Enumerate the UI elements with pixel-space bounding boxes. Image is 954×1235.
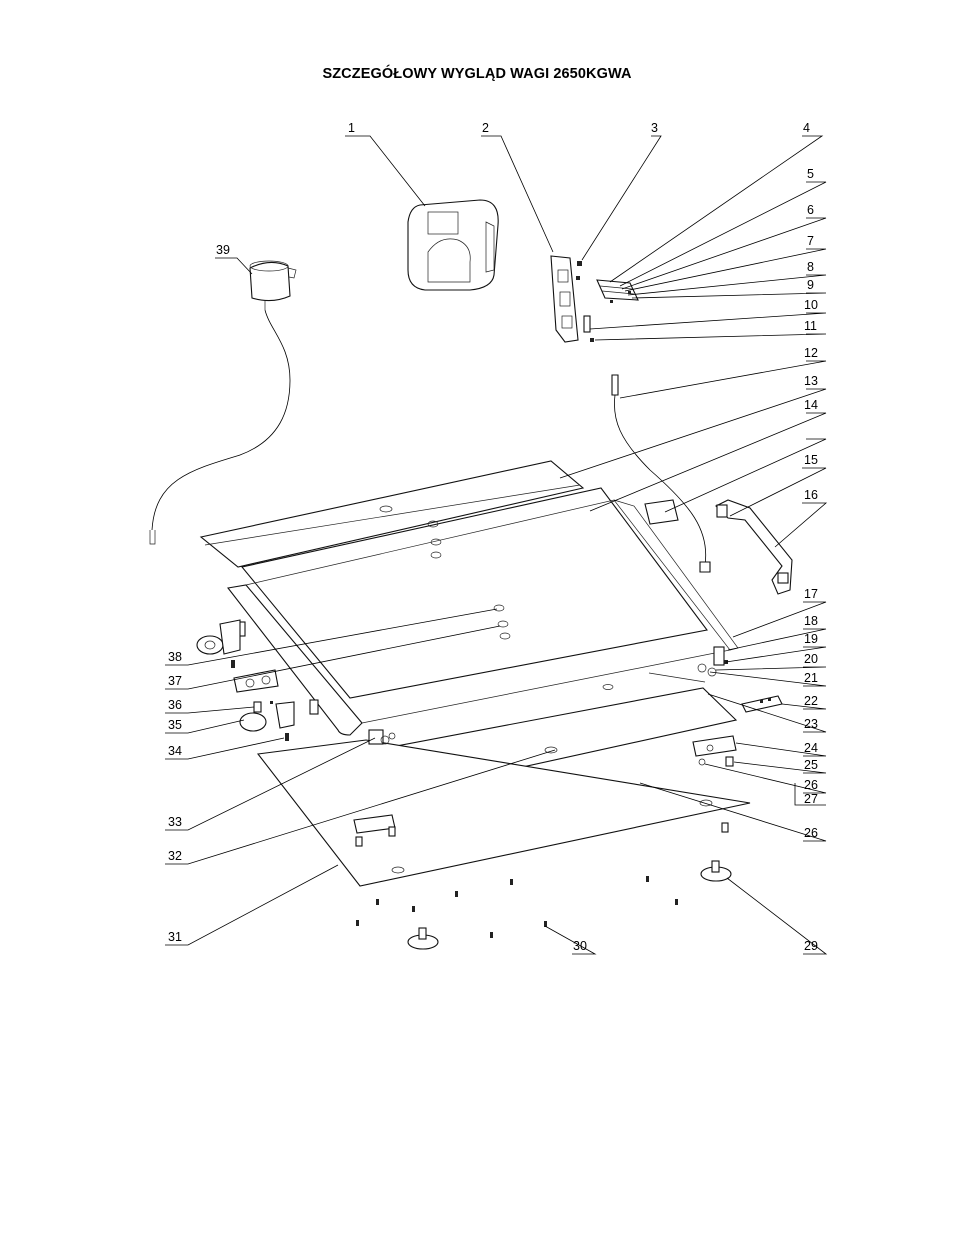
label-2: 2 <box>482 121 489 135</box>
adjustable-feet <box>356 860 732 950</box>
label-bracket-26-27 <box>794 783 826 806</box>
label-26-upper: 26 <box>804 778 818 792</box>
label-18: 18 <box>804 614 818 628</box>
label-5: 5 <box>807 167 814 181</box>
label-30: 30 <box>573 939 587 953</box>
label-8: 8 <box>807 260 814 274</box>
label-17: 17 <box>804 587 818 601</box>
label-24: 24 <box>804 741 818 755</box>
label-22: 22 <box>804 694 818 708</box>
label-25: 25 <box>804 758 818 772</box>
load-cell-cable <box>611 374 711 573</box>
label-32: 32 <box>168 849 182 863</box>
callout-labels: 1 2 3 4 5 6 7 8 9 10 11 12 13 14 15 16 1… <box>168 121 818 953</box>
label-38: 38 <box>168 650 182 664</box>
label-35: 35 <box>168 718 182 732</box>
right-bottom-load-cell <box>692 735 737 767</box>
label-16: 16 <box>804 488 818 502</box>
power-adapter <box>149 260 297 545</box>
label-10: 10 <box>804 298 818 312</box>
transport-handle <box>715 499 793 595</box>
label-36: 36 <box>168 698 182 712</box>
load-cell <box>741 695 783 713</box>
label-37: 37 <box>168 674 182 688</box>
mounting-bracket <box>550 255 579 343</box>
label-33: 33 <box>168 815 182 829</box>
label-23: 23 <box>804 717 818 731</box>
label-4: 4 <box>803 121 810 135</box>
label-26-lower: 26 <box>804 826 818 840</box>
electronics-pcb <box>576 261 639 342</box>
leader-lines <box>165 135 828 955</box>
label-6: 6 <box>807 203 814 217</box>
label-12: 12 <box>804 346 818 360</box>
label-19: 19 <box>804 632 818 646</box>
top-frame-cover <box>199 460 585 568</box>
label-27: 27 <box>804 792 818 806</box>
indicator-housing <box>407 199 499 291</box>
label-39: 39 <box>216 243 230 257</box>
label-21: 21 <box>804 671 818 685</box>
label-14: 14 <box>804 398 818 412</box>
label-15: 15 <box>804 453 818 467</box>
label-34: 34 <box>168 744 182 758</box>
label-20: 20 <box>804 652 818 666</box>
right-load-cell-assembly <box>697 646 728 677</box>
rating-label <box>644 499 679 525</box>
label-9: 9 <box>807 278 814 292</box>
label-3: 3 <box>651 121 658 135</box>
page-title: SZCZEGÓŁOWY WYGLĄD WAGI 2650KGWA <box>322 66 632 82</box>
label-13: 13 <box>804 374 818 388</box>
left-load-cell-assembly <box>196 619 396 745</box>
label-31: 31 <box>168 930 182 944</box>
label-29: 29 <box>804 939 818 953</box>
label-11: 11 <box>804 319 817 333</box>
platform-frame <box>227 499 739 736</box>
base-plate <box>256 739 751 887</box>
label-1: 1 <box>348 121 355 135</box>
label-7: 7 <box>807 234 814 248</box>
